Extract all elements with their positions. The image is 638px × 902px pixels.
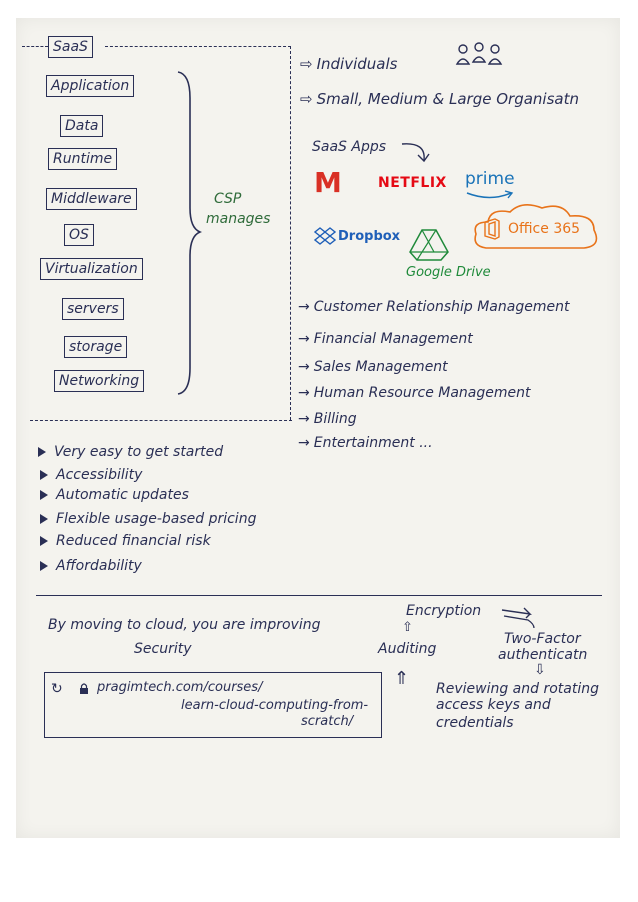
stack-layer-servers: servers (62, 298, 124, 320)
bullet-triangle-icon (40, 536, 48, 546)
auditing-label: Auditing (378, 641, 437, 657)
prime-logo: prime (465, 169, 515, 189)
stack-layer-runtime: Runtime (48, 148, 118, 170)
dashed-divider (105, 46, 291, 47)
arrow-icon: → (298, 299, 310, 315)
arrow-icon: → (298, 385, 310, 401)
prime-smile-icon (466, 190, 514, 199)
up-arrow-icon: ⇑ (394, 668, 410, 689)
up-arrow-icon: ⇧ (402, 620, 413, 635)
dropbox-label: Dropbox (338, 229, 401, 244)
stack-layer-storage: storage (64, 336, 128, 358)
saas-apps-label: SaaS Apps (312, 139, 387, 155)
curved-arrow-icon (501, 607, 535, 629)
stack-layer-networking: Networking (54, 370, 145, 392)
reviewing-label-2: access keys and (436, 697, 551, 713)
dropbox-icon (314, 227, 336, 245)
url-line-3: scratch/ (301, 714, 354, 729)
google-drive-label: Google Drive (406, 265, 491, 280)
url-line-2: learn-cloud-computing-from- (181, 698, 369, 713)
use-case-billing: →Billing (298, 411, 357, 427)
office-365-label: Office 365 (508, 221, 581, 237)
stack-layer-virtualization: Virtualization (40, 258, 143, 280)
bullet-triangle-icon (40, 490, 48, 500)
bullet-triangle-icon (40, 561, 48, 571)
encryption-label: Encryption (406, 603, 482, 619)
benefit-item: Flexible usage-based pricing (40, 510, 256, 528)
two-factor-label: Two-Factor (504, 631, 581, 647)
google-drive-icon (409, 229, 449, 261)
gmail-logo: M (314, 166, 342, 199)
arrow-icon: → (298, 359, 310, 375)
bullet-triangle-icon (38, 447, 46, 457)
bullet-triangle-icon (40, 514, 48, 524)
arrow-icon: → (298, 331, 310, 347)
user-individuals: ⇨Individuals (300, 55, 398, 73)
benefit-item: Reduced financial risk (40, 532, 211, 550)
benefit-item: Automatic updates (40, 486, 189, 504)
netflix-logo: NETFLIX (378, 175, 447, 191)
hollow-arrow-icon: ⇨ (300, 55, 313, 73)
stack-layer-os: OS (64, 224, 94, 246)
dashed-divider (22, 46, 48, 47)
user-organisations: ⇨Small, Medium & Large Organisatn (300, 90, 579, 108)
arrow-icon: → (298, 435, 310, 451)
csp-label: CSP (214, 191, 242, 207)
dashed-divider-vertical (290, 46, 291, 420)
bullet-triangle-icon (40, 470, 48, 480)
reviewing-label-3: credentials (436, 715, 514, 731)
lock-icon (80, 683, 88, 694)
benefit-item: Very easy to get started (38, 443, 223, 461)
use-case-financial: →Financial Management (298, 331, 473, 347)
use-case-crm: →Customer Relationship Management (298, 299, 570, 315)
stack-layer-application: Application (46, 75, 135, 97)
stack-layer-data: Data (60, 115, 104, 137)
office-logo-icon (484, 218, 500, 240)
use-case-hr: →Human Resource Management (298, 385, 531, 401)
csp-manages-label: manages (206, 211, 271, 227)
people-icon (455, 42, 503, 65)
arrow-icon: → (298, 411, 310, 427)
benefit-item: Affordability (40, 557, 142, 575)
reload-icon: ↻ (51, 681, 63, 697)
benefit-item: Accessibility (40, 466, 142, 484)
section-divider (36, 595, 602, 596)
saas-box: SaaS (48, 36, 93, 58)
curly-brace-icon (177, 71, 202, 395)
use-case-sales: →Sales Management (298, 359, 448, 375)
url-box: ↻ pragimtech.com/courses/ learn-cloud-co… (44, 672, 382, 738)
use-case-entertainment: →Entertainment ... (298, 435, 433, 451)
security-statement: By moving to cloud, you are improving (48, 617, 321, 633)
office-cloud-icon (474, 204, 598, 249)
two-factor-label-2: authenticatn (498, 647, 588, 663)
curved-arrow-icon (401, 143, 430, 163)
security-word: Security (134, 641, 192, 657)
url-line-1: pragimtech.com/courses/ (97, 680, 263, 695)
reviewing-label: Reviewing and rotating (436, 681, 599, 697)
stack-layer-middleware: Middleware (46, 188, 137, 210)
down-arrow-icon: ⇩ (534, 662, 546, 678)
dashed-divider (30, 420, 292, 421)
hollow-arrow-icon: ⇨ (300, 90, 313, 108)
